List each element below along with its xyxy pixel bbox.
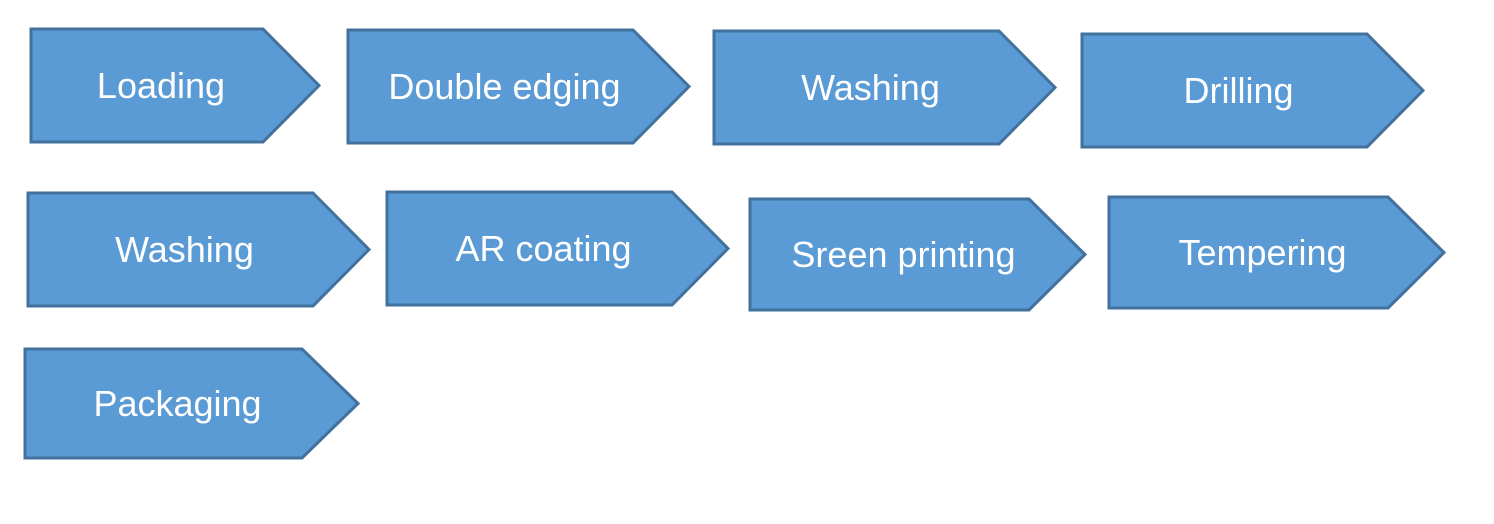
chevron-arrow-shape <box>748 197 1088 312</box>
step-label: Loading <box>96 64 226 106</box>
chevron-arrow-shape <box>1080 32 1426 149</box>
chevron-arrow-shape <box>712 29 1058 146</box>
step-label: Double edging <box>388 65 621 107</box>
step-label: AR coating <box>455 227 632 269</box>
step-label: Tempering <box>1178 231 1347 273</box>
chevron-arrow-shape <box>26 191 372 308</box>
step-label: Washing <box>801 66 940 108</box>
step-label: Washing <box>115 228 254 270</box>
chevron-arrow-shape <box>1107 195 1447 310</box>
chevron-arrow-shape <box>385 190 731 307</box>
chevron-arrow-shape <box>29 27 322 144</box>
step-label: Packaging <box>93 382 262 424</box>
step-label: Sreen printing <box>791 233 1016 275</box>
chevron-arrow-shape <box>23 347 361 460</box>
step-label: Drilling <box>1183 69 1294 111</box>
chevron-arrow-shape <box>346 28 692 145</box>
